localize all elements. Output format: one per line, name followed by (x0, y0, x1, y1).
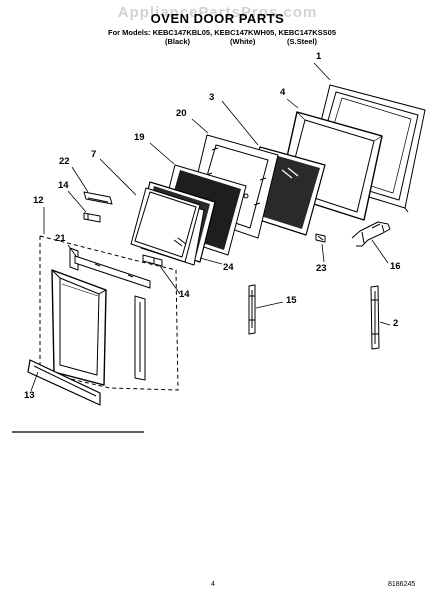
callout-14-upper: 14 (58, 180, 69, 191)
callout-14-lower: 14 (179, 289, 190, 300)
part-14-bracket-lower (142, 254, 163, 267)
callout-24: 24 (223, 262, 234, 273)
leader-lines (30, 62, 391, 392)
callout-12: 12 (33, 195, 44, 206)
part-23-clip (315, 233, 326, 243)
document-number: 8186245 (388, 581, 416, 588)
part-15-hinge (248, 284, 256, 335)
callout-3: 3 (209, 92, 215, 103)
callout-13: 13 (24, 390, 35, 401)
callout-7: 7 (91, 149, 97, 160)
callout-2: 2 (393, 318, 399, 329)
models-line: For Models: KEBC147KBL05, KEBC147KWH05, … (108, 28, 336, 37)
finish-black: (Black) (165, 37, 191, 46)
callout-4: 4 (280, 87, 286, 98)
callout-19: 19 (134, 132, 145, 143)
part-16-hinge-bracket (351, 221, 391, 247)
callout-16: 16 (390, 261, 401, 272)
callout-23: 23 (316, 263, 327, 274)
callout-20: 20 (176, 108, 187, 119)
part-2-hinge (370, 285, 380, 350)
watermark-text: AppliancePartsPros.com (117, 4, 318, 21)
part-13-door-handle (27, 359, 101, 406)
part-21-top-trim (74, 255, 151, 289)
callout-22: 22 (59, 156, 70, 167)
finish-steel: (S.Steel) (287, 37, 318, 46)
page-number: 4 (211, 581, 215, 588)
callout-1: 1 (316, 51, 322, 62)
callout-15: 15 (286, 295, 297, 306)
part-12-door-assembly (39, 235, 179, 391)
part-22-upper-trim (83, 191, 113, 205)
diagram-title: OVEN DOOR PARTS (150, 11, 285, 26)
callout-21: 21 (55, 233, 66, 244)
finish-white: (White) (230, 37, 256, 46)
part-14-bracket-upper (83, 212, 101, 223)
part-7-window-glass (130, 187, 205, 266)
